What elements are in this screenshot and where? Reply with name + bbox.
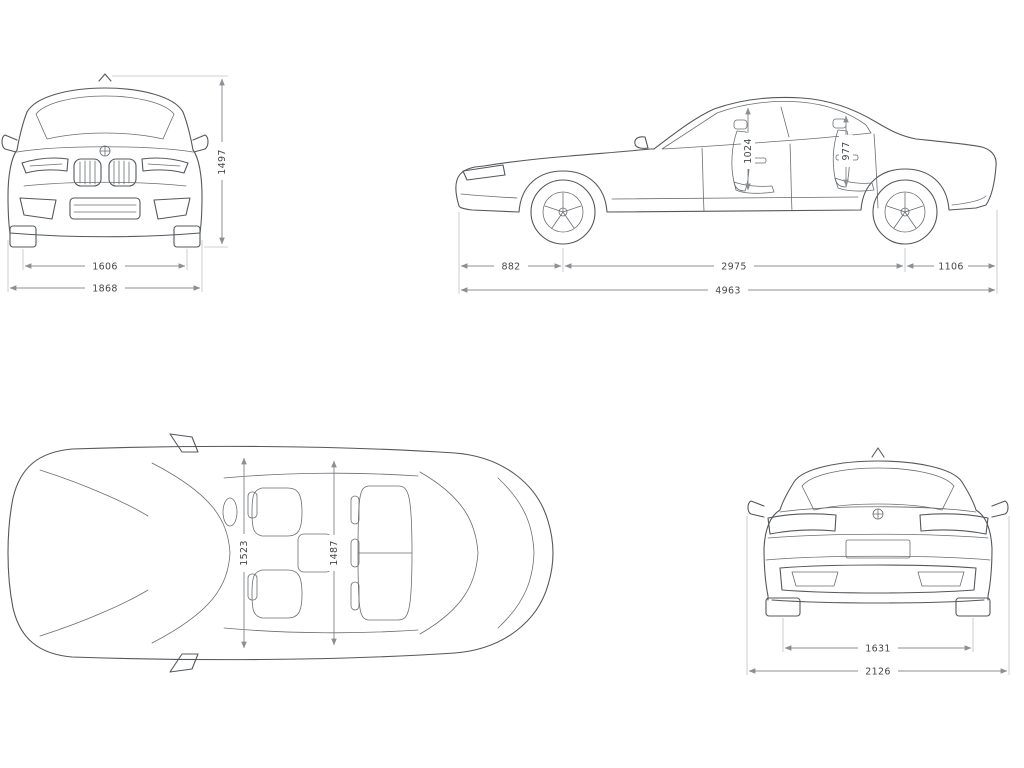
bmw-roundel-front xyxy=(99,145,111,157)
front-headroom-label: 1024 xyxy=(743,138,754,163)
rear-view-drawing xyxy=(747,447,1009,617)
dim-rear-track: 1631 xyxy=(782,618,974,655)
dim-front-interior-width: 1523 xyxy=(237,457,251,649)
front-height-label: 1497 xyxy=(217,149,228,174)
front-overhang-label: 882 xyxy=(501,262,520,273)
rear-width-mirrors-label: 2126 xyxy=(865,667,890,678)
top-front-seats xyxy=(247,487,333,619)
wheelbase-label: 2975 xyxy=(721,262,746,273)
front-track-label: 1606 xyxy=(92,262,117,273)
dim-front-overall-width: 1868 xyxy=(7,240,203,295)
dim-rear-interior-width: 1487 xyxy=(327,460,341,646)
dim-rear-headroom: 977 xyxy=(839,115,853,187)
front-view-drawing xyxy=(1,73,209,248)
front-wheel xyxy=(530,179,596,245)
front-overall-width-label: 1868 xyxy=(92,284,117,295)
rear-track-label: 1631 xyxy=(865,644,890,655)
rear-interior-width-label: 1487 xyxy=(329,540,340,565)
dim-side-bottom-row: 882 2975 1106 4963 xyxy=(458,210,998,297)
dim-front-height: 1497 xyxy=(112,75,229,248)
top-rear-seats xyxy=(350,485,413,621)
front-interior-width-label: 1523 xyxy=(239,540,250,565)
top-view-drawing xyxy=(7,433,554,673)
dim-front-headroom: 1024 xyxy=(741,107,755,191)
rear-wheel xyxy=(872,179,938,245)
rear-headroom-label: 977 xyxy=(841,141,852,160)
rear-overhang-label: 1106 xyxy=(938,262,963,273)
dim-front-track: 1606 xyxy=(22,249,188,273)
overall-length-label: 4963 xyxy=(715,286,740,297)
side-view-drawing xyxy=(455,96,997,245)
bmw-roundel-rear xyxy=(872,508,884,520)
dim-rear-width-mirrors: 2126 xyxy=(746,516,1010,678)
